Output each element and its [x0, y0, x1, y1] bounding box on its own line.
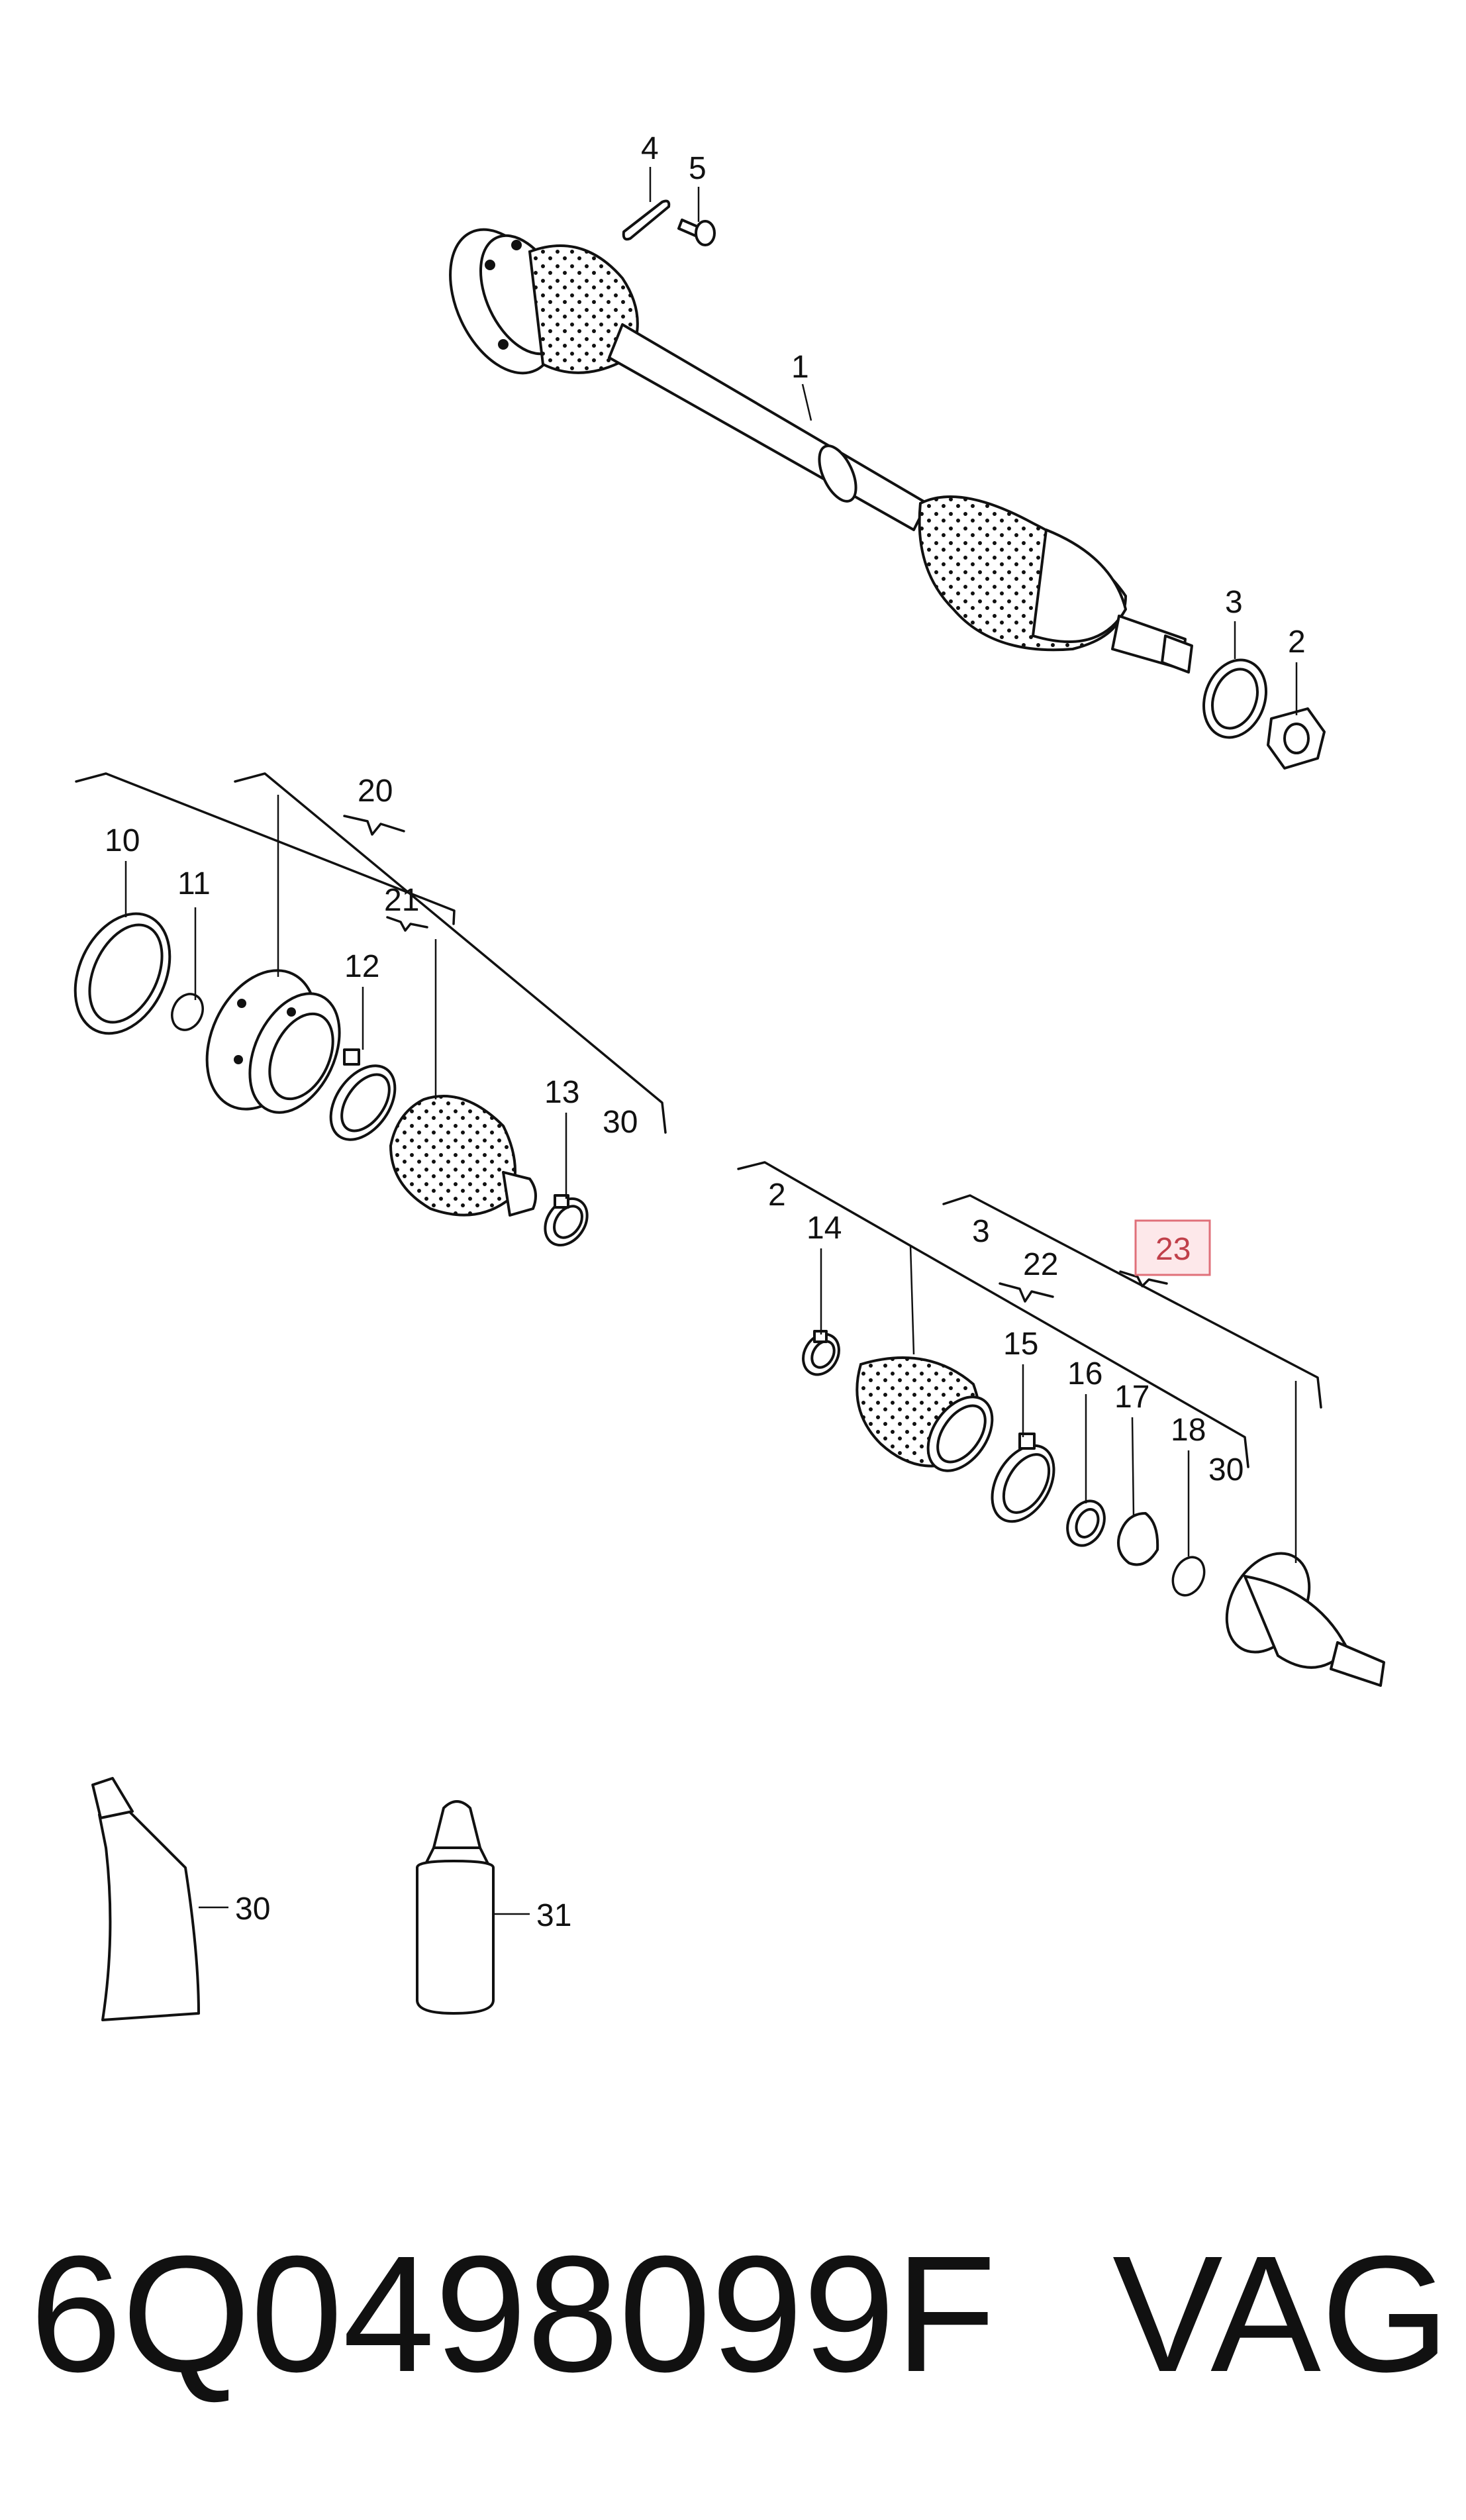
joint-boot	[389, 1095, 516, 1217]
callout-4: 4	[641, 131, 659, 166]
retaining-plate	[622, 199, 671, 241]
callout-labels: 4 5 1 3 2 20 10 11 21 12 13 30 2 14 3 22…	[105, 131, 1306, 1933]
leader-lines-mid-left	[124, 795, 567, 1199]
callout-30-kit: 30	[1208, 1452, 1244, 1487]
shaft	[608, 323, 928, 531]
leader-lines-top	[649, 167, 1298, 715]
callout-31: 31	[536, 1898, 571, 1933]
circlip-outer	[1171, 1556, 1206, 1597]
callout-5: 5	[689, 151, 707, 186]
part-number: 6Q0498099F	[30, 2221, 996, 2406]
small-clamp	[544, 1194, 589, 1247]
bolt	[677, 219, 716, 246]
callout-11: 11	[177, 866, 211, 901]
callout-22: 22	[1023, 1247, 1058, 1282]
inner-boot	[528, 244, 639, 374]
callout-13: 13	[544, 1075, 579, 1110]
large-clamp	[329, 1048, 397, 1141]
circlip	[171, 993, 204, 1031]
callout-3-kit: 3	[972, 1214, 990, 1249]
callout-20: 20	[358, 774, 393, 809]
callout-30-grease: 30	[235, 1891, 270, 1927]
thrust-washer	[1117, 1512, 1159, 1566]
boot-ring	[73, 912, 171, 1035]
callout-10: 10	[105, 823, 140, 858]
callout-23[interactable]: 23	[1155, 1232, 1191, 1267]
outer-cv-joint	[1225, 1552, 1385, 1687]
sealant-bottle	[416, 1800, 530, 2015]
callout-17: 17	[1114, 1380, 1149, 1415]
callout-12: 12	[344, 949, 379, 984]
dished-washer	[1066, 1499, 1106, 1547]
callout-30-upper: 30	[603, 1105, 638, 1140]
outer-joint-kit	[737, 1161, 1385, 1687]
damper-ring	[818, 444, 857, 503]
axle-nut	[1267, 707, 1326, 770]
leader-lines-mid-right	[820, 1244, 1297, 1563]
callout-2-kit: 2	[768, 1178, 786, 1213]
brand-name: VAG	[1112, 2221, 1449, 2406]
callout-1: 1	[791, 350, 809, 385]
inner-joint-kit	[73, 772, 667, 1247]
callout-16: 16	[1067, 1356, 1102, 1391]
callout-3: 3	[1225, 585, 1243, 620]
callout-14: 14	[806, 1211, 842, 1246]
callout-23-highlight	[1134, 1219, 1211, 1276]
large-clamp-outer	[991, 1433, 1055, 1523]
cv-joint	[205, 969, 341, 1114]
callout-15: 15	[1003, 1327, 1038, 1362]
callout-18: 18	[1171, 1413, 1206, 1448]
grease-tube	[91, 1777, 228, 2021]
small-clamp-outer	[802, 1330, 840, 1376]
seal-ring	[1202, 658, 1268, 739]
callout-21: 21	[384, 883, 419, 918]
drive-shaft-assembly	[449, 199, 1326, 770]
callout-2: 2	[1288, 625, 1306, 660]
